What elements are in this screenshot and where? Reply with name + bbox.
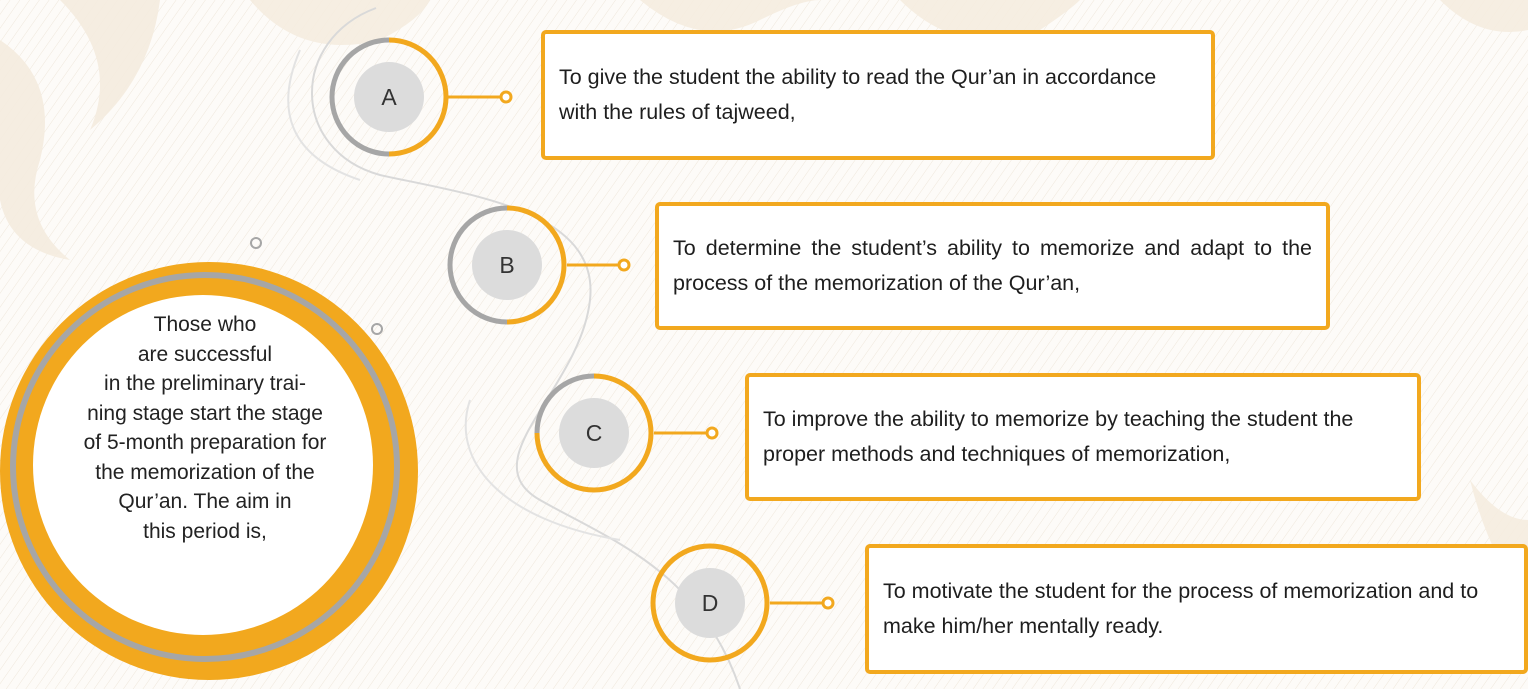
ring-b-gray xyxy=(447,205,508,325)
ring-b-accent xyxy=(506,205,567,325)
ring-a-gray xyxy=(329,37,390,157)
ring-c-accent xyxy=(534,373,654,493)
step-letter-c: C xyxy=(559,398,629,468)
step-box-d: To motivate the student for the process … xyxy=(865,544,1528,674)
step-box-b: To determine the student’s ability to me… xyxy=(655,202,1330,330)
ring-d-accent xyxy=(650,543,770,663)
step-letter-a: A xyxy=(354,62,424,132)
step-letter-d: D xyxy=(675,568,745,638)
ring-c-gray xyxy=(534,373,595,434)
step-box-c: To improve the ability to memorize by te… xyxy=(745,373,1421,501)
dot-1 xyxy=(250,237,262,249)
step-text-a: To give the student the ability to read … xyxy=(559,65,1157,124)
intro-circle-inner xyxy=(33,295,373,635)
intro-circle-ring xyxy=(10,272,400,662)
step-text-b: To determine the student’s ability to me… xyxy=(673,236,1312,295)
step-letter-b: B xyxy=(472,230,542,300)
step-text-c: To improve the ability to memorize by te… xyxy=(763,407,1354,466)
dot-2 xyxy=(371,323,383,335)
step-box-a: To give the student the ability to read … xyxy=(541,30,1215,160)
intro-text: Those who are successful in the prelimin… xyxy=(83,313,327,543)
step-text-d: To motivate the student for the process … xyxy=(883,579,1479,638)
ring-a-accent xyxy=(388,37,449,157)
